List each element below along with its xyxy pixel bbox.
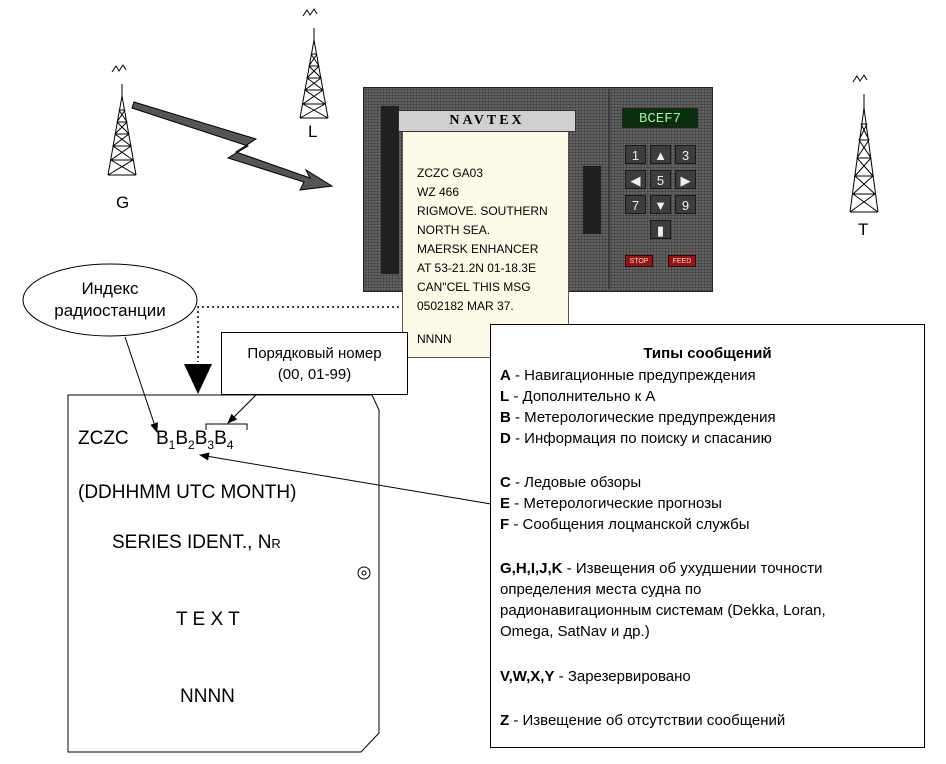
paper-line: AT 53-21.2N 01-18.3E bbox=[417, 261, 536, 275]
template-text-line: T E X T bbox=[176, 609, 240, 630]
paper-line: MAERSK ENHANCER bbox=[417, 242, 539, 256]
type-row-vwxy: V,W,X,Y - Зарезервировано bbox=[500, 668, 691, 685]
type-row-c: C - Ледовые обзоры bbox=[500, 474, 642, 491]
radio-tower-g-icon bbox=[107, 64, 137, 176]
b4: B bbox=[214, 428, 227, 449]
receiver-display: BCEF7 bbox=[622, 108, 698, 128]
side-slot bbox=[583, 166, 601, 234]
key-5[interactable]: 5 bbox=[650, 170, 671, 189]
station-index-line2: радиостанции bbox=[54, 301, 166, 320]
type-row-z: Z - Извещение об отсутствии сообщений bbox=[500, 712, 786, 729]
signal-bolt-icon bbox=[131, 101, 334, 191]
b3: B bbox=[194, 428, 208, 449]
tower-g-label: G bbox=[116, 193, 130, 212]
template-page-outline bbox=[67, 394, 380, 753]
type-row-l: L - Дополнительно к А bbox=[500, 388, 656, 405]
template-end-line: NNNN bbox=[180, 686, 235, 707]
template-date-line: (DDHHMM UTC MONTH) bbox=[78, 482, 297, 503]
b2: B bbox=[175, 428, 188, 449]
key-7[interactable]: 7 bbox=[625, 195, 646, 214]
stop-button[interactable]: STOP bbox=[625, 255, 653, 267]
radio-tower-t-icon bbox=[849, 74, 879, 213]
sequence-line2: (00, 01-99) bbox=[277, 366, 352, 383]
panel-divider bbox=[608, 89, 610, 289]
radio-tower-l-icon bbox=[299, 8, 329, 119]
big-arrow-icon bbox=[184, 364, 212, 394]
paper-line: RIGMOVE. SOUTHERN bbox=[417, 204, 548, 218]
key-9[interactable]: 9 bbox=[675, 195, 696, 214]
paper-line: ZCZC GA03 bbox=[417, 166, 484, 180]
b1: B bbox=[155, 428, 169, 449]
index-pointer bbox=[124, 336, 158, 433]
sequence-line1: Порядковый номер bbox=[247, 345, 382, 362]
feed-button[interactable]: FEED bbox=[668, 255, 696, 267]
page-hole-icon bbox=[357, 566, 371, 580]
key-1[interactable]: 1 bbox=[625, 145, 646, 164]
tower-l-label: L bbox=[308, 122, 318, 141]
type-row-d: D - Информация по поиску и спасанию bbox=[500, 430, 772, 447]
paper-line: 0502182 MAR 37. bbox=[417, 299, 514, 313]
index-ellipse bbox=[22, 263, 198, 337]
sequence-bracket bbox=[205, 423, 248, 430]
type-row-e: E - Метерологические прогнозы bbox=[500, 495, 722, 512]
key-up[interactable]: ▲ bbox=[650, 145, 671, 164]
message-types-title: Типы сообщений bbox=[643, 345, 772, 362]
type-row-ghijk-cont3: Omega, SatNav и др.) bbox=[500, 623, 650, 640]
zczc-marker: ZCZC bbox=[78, 428, 129, 449]
paper-feed-slot bbox=[381, 106, 399, 274]
template-series-line: SERIES IDENT., NR bbox=[112, 532, 281, 553]
navtex-brand: NAVTEX bbox=[398, 110, 576, 132]
sequence-pointer bbox=[227, 394, 257, 424]
key-down[interactable]: ▼ bbox=[650, 195, 671, 214]
paper-line: CAN"CEL THIS MSG bbox=[417, 280, 531, 294]
template-header-line: ZCZC B1B2B3B4 bbox=[78, 428, 234, 452]
type-row-ghijk-cont1: определения места судна по bbox=[500, 581, 702, 598]
key-left[interactable]: ◀ bbox=[625, 170, 646, 189]
type-row-ghijk-cont2: радионавигационным системам (Dekka, Lora… bbox=[500, 602, 826, 619]
type-row-a: A - Навигационные предупреждения bbox=[500, 367, 756, 384]
types-pointer bbox=[199, 452, 492, 505]
type-row-b: B - Метерологические предупреждения bbox=[500, 409, 776, 426]
key-right[interactable]: ▶ bbox=[675, 170, 696, 189]
printout-paper bbox=[402, 130, 569, 358]
type-row-ghijk: G,H,I,J,K - Извещения об ухудшении точно… bbox=[500, 560, 823, 577]
paper-line: NNNN bbox=[417, 332, 452, 346]
message-types-box: Типы сообщений A - Навигационные предупр… bbox=[490, 324, 925, 748]
key-3[interactable]: 3 bbox=[675, 145, 696, 164]
paper-line: NORTH SEA. bbox=[417, 223, 491, 237]
station-index-line1: Индекс bbox=[81, 279, 139, 298]
tower-t-label: T bbox=[858, 220, 869, 239]
sequence-number-box: Порядковый номер (00, 01-99) bbox=[221, 332, 408, 395]
key-function[interactable]: ▮ bbox=[650, 220, 671, 239]
type-row-f: F - Сообщения лоцманской службы bbox=[500, 516, 750, 533]
dotted-connector bbox=[197, 306, 399, 362]
paper-line: WZ 466 bbox=[417, 185, 460, 199]
station-index-label: Индекс радиостанции bbox=[25, 265, 195, 335]
